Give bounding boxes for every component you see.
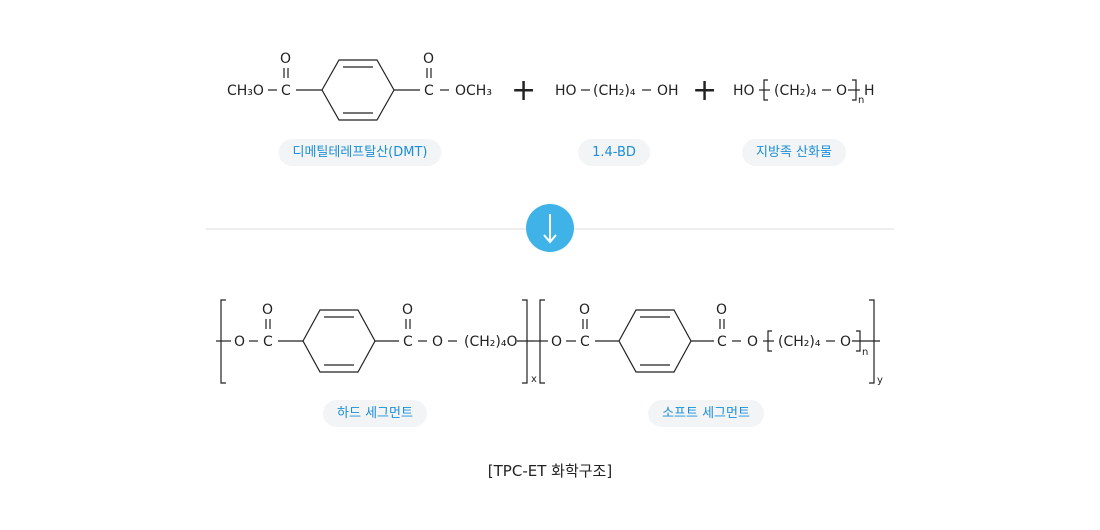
hard-segment-structure: O C O C O O (CH₂)₄O x: [216, 299, 537, 385]
hard-o-left: O: [234, 334, 245, 350]
bd-structure: HO (CH₂)₄ OH: [555, 83, 679, 99]
hard-c-left: C: [263, 334, 273, 350]
soft-inner-right-bracket: [856, 330, 861, 352]
hard-chain: (CH₂)₄O: [464, 334, 517, 350]
plus-sign-2: +: [692, 73, 717, 108]
dmt-label: 디메틸테레프탈산(DMT): [278, 139, 442, 166]
polyether-label: 지방족 산화물: [742, 139, 846, 166]
soft-inner-left-bracket: [767, 330, 772, 352]
dmt-carbonyl-o-right: O: [423, 51, 434, 67]
hard-benzene-ring: [302, 309, 376, 373]
soft-chain: (CH₂)₄: [778, 334, 821, 350]
polyether-subscript-n: n: [858, 95, 864, 106]
bd-label: 1.4-BD: [578, 139, 650, 166]
soft-o-end: O: [840, 334, 851, 350]
arrow-down-head-icon: [543, 234, 557, 244]
polyether-right-bracket: [852, 79, 857, 101]
polyether-h: H: [864, 83, 875, 99]
soft-o-left: O: [551, 334, 562, 350]
soft-carbonyl-o-right: O: [716, 302, 727, 318]
polyether-structure: HO (CH₂)₄ O n H: [733, 79, 875, 106]
soft-o-right: O: [747, 334, 758, 350]
dmt-structure: CH₃O C O C O OCH₃: [227, 51, 492, 121]
soft-subscript-n: n: [862, 347, 868, 358]
polyether-o: O: [836, 83, 847, 99]
polyether-chain: (CH₂)₄: [774, 83, 817, 99]
hard-c-right: C: [403, 334, 413, 350]
hard-carbonyl-o-right: O: [402, 302, 413, 318]
soft-subscript-y: y: [877, 375, 883, 386]
diagram-caption: [TPC-ET 화학구조]: [487, 462, 613, 480]
polyether-ho: HO: [733, 83, 755, 99]
dmt-och3: OCH₃: [455, 83, 492, 99]
soft-c-left: C: [580, 334, 590, 350]
hard-o-right: O: [432, 334, 443, 350]
soft-benzene-ring: [618, 309, 692, 373]
dmt-carbonyl-o-left: O: [280, 51, 291, 67]
soft-c-right: C: [717, 334, 727, 350]
soft-segment-label: 소프트 세그먼트: [648, 400, 764, 427]
dmt-ch3o: CH₃O: [227, 83, 264, 99]
bd-oh: OH: [657, 83, 679, 99]
dmt-carbonyl-c-left: C: [281, 83, 291, 99]
polyether-left-bracket: [763, 79, 768, 101]
bd-ho: HO: [555, 83, 577, 99]
bd-chain: (CH₂)₄: [593, 83, 636, 99]
dmt-benzene-ring: [321, 59, 395, 121]
plus-sign-1: +: [511, 73, 536, 108]
hard-right-bracket: [522, 299, 528, 384]
hard-subscript-x: x: [531, 374, 537, 385]
soft-carbonyl-o-left: O: [579, 302, 590, 318]
soft-right-bracket: [869, 299, 875, 384]
soft-segment-structure: O C O C O O (CH₂)₄ O n y: [534, 299, 883, 386]
dmt-carbonyl-c-right: C: [424, 83, 434, 99]
hard-carbonyl-o-left: O: [262, 302, 273, 318]
hard-segment-label: 하드 세그먼트: [323, 400, 427, 427]
